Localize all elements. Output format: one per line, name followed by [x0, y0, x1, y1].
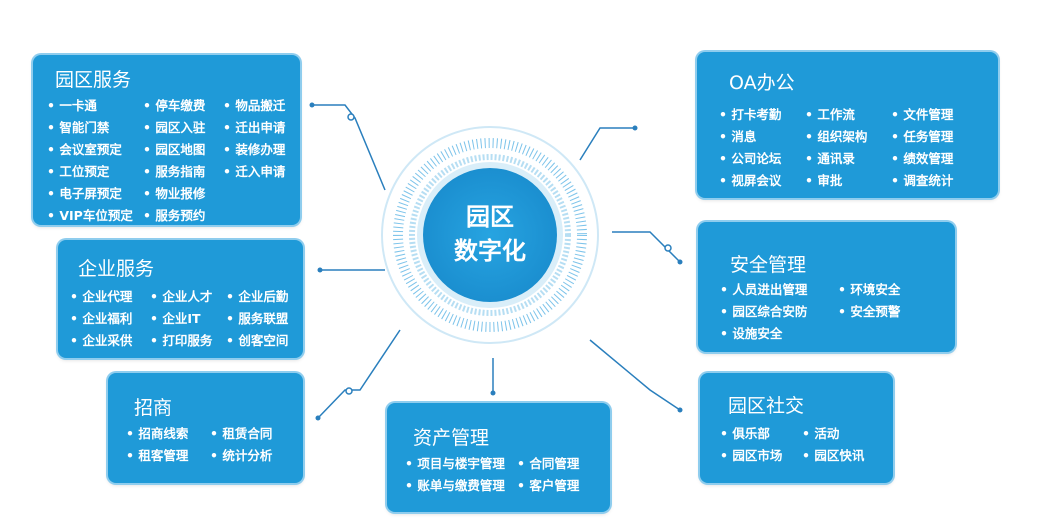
list-item: 设施安全 — [720, 323, 838, 342]
list-item: 企业福利 — [70, 308, 150, 327]
list-item: 文件管理 — [891, 104, 981, 123]
list-item: 园区综合安防 — [720, 301, 838, 320]
list-item: 招商线索 — [126, 423, 210, 442]
list-item: 通讯录 — [805, 148, 891, 167]
list-item: VIP车位预定 — [47, 205, 143, 224]
investment-card: 招商 招商线索租赁合同租客管理统计分析 — [108, 373, 303, 483]
list-item: 园区市场 — [720, 445, 802, 464]
list-item: 工位预定 — [47, 161, 143, 180]
list-item: 任务管理 — [891, 126, 981, 145]
list-item: 装修办理 — [223, 139, 303, 158]
card-title: 安全管理 — [730, 254, 807, 276]
list-item: 企业代理 — [70, 286, 150, 305]
list-item: 租客管理 — [126, 445, 210, 464]
list-item: 智能门禁 — [47, 117, 143, 136]
list-item: 电子屏预定 — [47, 183, 143, 202]
center-title-line2: 数字化 — [454, 237, 526, 265]
center-hub: 园区 数字化 — [423, 168, 557, 302]
list-item: 企业采供 — [70, 330, 150, 349]
list-item: 统计分析 — [210, 445, 290, 464]
list-item: 会议室预定 — [47, 139, 143, 158]
list-item: 活动 — [802, 423, 882, 442]
list-item: 账单与缴费管理 — [405, 475, 517, 494]
list-item: 绩效管理 — [891, 148, 981, 167]
security-card: 安全管理 人员进出管理环境安全园区综合安防安全预警设施安全 — [698, 222, 955, 352]
list-item: 物业报修 — [143, 183, 223, 202]
tick-ring — [393, 138, 587, 332]
list-item: 园区快讯 — [802, 445, 882, 464]
list-item: 俱乐部 — [720, 423, 802, 442]
list-item: 组织架构 — [805, 126, 891, 145]
list-item: 打卡考勤 — [719, 104, 805, 123]
list-item: 服务预约 — [143, 205, 223, 224]
card-title: 招商 — [134, 397, 173, 419]
list-item: 企业IT — [150, 308, 226, 327]
list-item: 项目与楼宇管理 — [405, 453, 517, 472]
asset-management-card: 资产管理 项目与楼宇管理合同管理账单与缴费管理客户管理 — [387, 403, 610, 512]
card-title: 企业服务 — [78, 258, 155, 280]
list-item: 服务指南 — [143, 161, 223, 180]
center-title-line1: 园区 — [466, 203, 514, 231]
oa-card: OA办公 打卡考勤工作流文件管理消息组织架构任务管理公司论坛通讯录绩效管理视屏会… — [697, 52, 998, 198]
enterprise-services-card: 企业服务 企业代理企业人才企业后勤企业福利企业IT服务联盟企业采供打印服务创客空… — [58, 240, 303, 358]
list-item: 合同管理 — [517, 453, 597, 472]
park-services-card: 园区服务 一卡通停车缴费物品搬迁智能门禁园区入驻迁出申请会议室预定园区地图装修办… — [33, 55, 300, 225]
list-item: 一卡通 — [47, 95, 143, 114]
list-item: 迁出申请 — [223, 117, 303, 136]
list-item: 租赁合同 — [210, 423, 290, 442]
card-title: 园区社交 — [728, 395, 805, 417]
list-item: 消息 — [719, 126, 805, 145]
card-title: 资产管理 — [413, 427, 490, 449]
list-item: 服务联盟 — [226, 308, 302, 327]
list-item: 园区入驻 — [143, 117, 223, 136]
list-item: 人员进出管理 — [720, 279, 838, 298]
list-item: 停车缴费 — [143, 95, 223, 114]
card-title: 园区服务 — [55, 69, 132, 91]
park-social-card: 园区社交 俱乐部活动园区市场园区快讯 — [700, 373, 893, 483]
list-item: 调查统计 — [891, 170, 981, 189]
card-title: OA办公 — [729, 72, 795, 94]
list-item: 客户管理 — [517, 475, 597, 494]
list-item: 企业人才 — [150, 286, 226, 305]
list-item: 创客空间 — [226, 330, 302, 349]
list-item: 物品搬迁 — [223, 95, 303, 114]
list-item: 审批 — [805, 170, 891, 189]
list-item: 打印服务 — [150, 330, 226, 349]
list-item: 视屏会议 — [719, 170, 805, 189]
list-item: 企业后勤 — [226, 286, 302, 305]
list-item: 迁入申请 — [223, 161, 303, 180]
list-item: 工作流 — [805, 104, 891, 123]
list-item: 安全预警 — [838, 301, 928, 320]
outer-ring — [381, 126, 599, 344]
list-item: 环境安全 — [838, 279, 928, 298]
list-item: 公司论坛 — [719, 148, 805, 167]
list-item: 园区地图 — [143, 139, 223, 158]
